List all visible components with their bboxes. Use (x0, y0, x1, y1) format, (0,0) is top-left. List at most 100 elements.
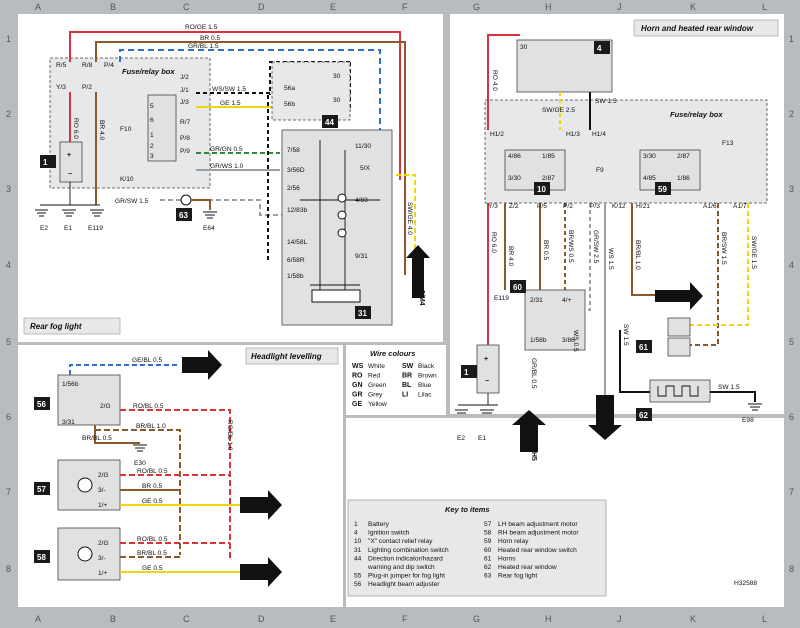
key-item-text: Direction indicator/hazard (368, 555, 443, 562)
component-tag-box (510, 280, 526, 293)
pin-switch-44: 56a (284, 85, 295, 92)
pin-motor-57: 1/+ (98, 502, 107, 509)
label-wire_labels-swge25: SW/GE 2.5 (542, 107, 575, 114)
key-item-text: Ignition switch (368, 530, 410, 537)
pin-relay-10: 3/30 (508, 175, 521, 182)
pin-switch-31: 9/31 (355, 253, 368, 260)
rear-fog-title: Rear fog light (30, 322, 82, 331)
grid-row-right: 7 (789, 487, 794, 497)
grid-column-bottom: D (258, 614, 265, 624)
pin-right-box: P/5 (537, 203, 547, 210)
grid-column-bottom: J (617, 614, 622, 624)
wire-br-bl-1-0 (95, 429, 181, 555)
component-tag-t57: 57 (37, 485, 46, 494)
grid-row-right: 5 (789, 337, 794, 347)
key-item-number: 4 (354, 530, 358, 537)
pin-left-box: 2 (150, 143, 154, 150)
label-wire_labels-gebl: GE/BL 0.5 (132, 357, 163, 364)
wire-ro-ge-1-5 (69, 31, 401, 180)
key-item-number: 58 (484, 530, 492, 537)
pin-switch-60: 4/+ (562, 297, 571, 304)
headlight-title: Headlight levelling (251, 352, 322, 361)
wire-colour-name: Green (368, 382, 387, 389)
label-wire_labels-swge4: SW/GE 4.0 (406, 202, 413, 235)
component-tag-t61: 61 (639, 343, 648, 352)
pin-left-box: R/7 (180, 119, 191, 126)
label-refs-r5e7b: 5/E7 (245, 570, 260, 577)
pin-right-box: P/2 (563, 203, 573, 210)
component-tag-t10: 10 (537, 185, 546, 194)
pin-switch-31: 6/58R (287, 257, 305, 264)
wire-colour-name: Lilac (418, 392, 432, 399)
wire-ro-4-0 (487, 34, 520, 130)
wire-colours-title: Wire colours (370, 349, 415, 358)
label-wire_labels-ro4: RO 4.0 (491, 70, 498, 91)
label-wire_labels-grsw: GR/SW 1.5 (115, 198, 149, 205)
wire-sw-ge-1-5 (690, 203, 749, 326)
grid-row-left: 5 (6, 337, 11, 347)
pin-switch-44: 56b (284, 101, 295, 108)
key-item-text: RH beam adjustment motor (498, 530, 579, 537)
label-wire_labels-brbl: BR/BL 1.0 (634, 240, 641, 270)
pin-right-box: H1/2 (490, 131, 504, 138)
horn-61-lower (667, 337, 691, 357)
pin-motor-57: 2/G (98, 472, 109, 479)
earth-e30 (133, 444, 147, 452)
grid-row-right: 4 (789, 260, 794, 270)
component-tag-box (534, 182, 550, 195)
label-wire_labels-swge15: SW/GE 1.5 (750, 236, 757, 269)
arrow-7-d6 (655, 282, 703, 310)
component-tag-box (176, 208, 192, 221)
pin-switch-31: 2/56 (287, 185, 300, 192)
grid-column-top: F (402, 2, 408, 12)
pin-switch-44: 30 (333, 73, 341, 80)
pin-switch-31: 11/30 (355, 143, 371, 150)
pin-motor-58: 3/- (98, 555, 106, 562)
key-item-text: Rear fog light (498, 573, 537, 580)
key-item-text: Lighting combination switch (368, 547, 449, 554)
label-earths-e119: E119 (88, 225, 103, 232)
pin-left-box: 6 (150, 117, 154, 124)
pin-motor-58: 1/+ (98, 570, 107, 577)
pin-left-box: 3 (150, 153, 154, 160)
component-tag-t60: 60 (513, 283, 522, 292)
wire-colour-name: Yellow (368, 401, 387, 408)
wire-colour-name: Black (418, 363, 435, 370)
grid-row-right: 6 (789, 412, 794, 422)
key-item-text: LH beam adjustment motor (498, 521, 578, 528)
pin-relay-59: 1/86 (677, 175, 690, 182)
key-item-number: 56 (354, 581, 362, 588)
grid-row-left: 3 (6, 184, 11, 194)
rear-fog-light-bulb (180, 194, 192, 206)
pin-relay-59: 2/87 (677, 153, 690, 160)
label-wire_labels-ro6b: RO 6.0 (490, 232, 497, 253)
label-refs-r7d6: 7/D6 (661, 294, 676, 301)
grid-column-top: B (110, 2, 116, 12)
key-item-text: Battery (368, 521, 390, 528)
grid-column-top: A (35, 2, 41, 12)
rear-fog-title-box (23, 317, 121, 335)
wire-colour-code: RO (352, 373, 363, 380)
grid-column-bottom: A (35, 614, 41, 624)
ref-code: H32588 (734, 580, 757, 587)
rear-window-switch-60 (524, 289, 586, 351)
component-tag-box (34, 397, 50, 410)
key-item-text: warning and dip switch (367, 564, 435, 571)
grid-column-top: C (183, 2, 190, 12)
component-tag-t63: 63 (179, 211, 188, 220)
grid-row-left: 2 (6, 109, 11, 119)
arrow-9-a7 (588, 395, 622, 440)
pin-left-box: F10 (120, 126, 132, 133)
pin-switch-60: 2/31 (530, 297, 543, 304)
component-tag-box (34, 550, 50, 563)
component-tag-t44: 44 (325, 118, 334, 127)
label-wire_labels-grsw2: GR/SW 2.5 (592, 230, 599, 264)
wire-fog-earth (191, 199, 211, 210)
grid-column-bottom: C (183, 614, 190, 624)
key-item-number: 63 (484, 573, 492, 580)
pin-left-box: K/10 (120, 176, 134, 183)
bulb-31-a (337, 193, 347, 203)
